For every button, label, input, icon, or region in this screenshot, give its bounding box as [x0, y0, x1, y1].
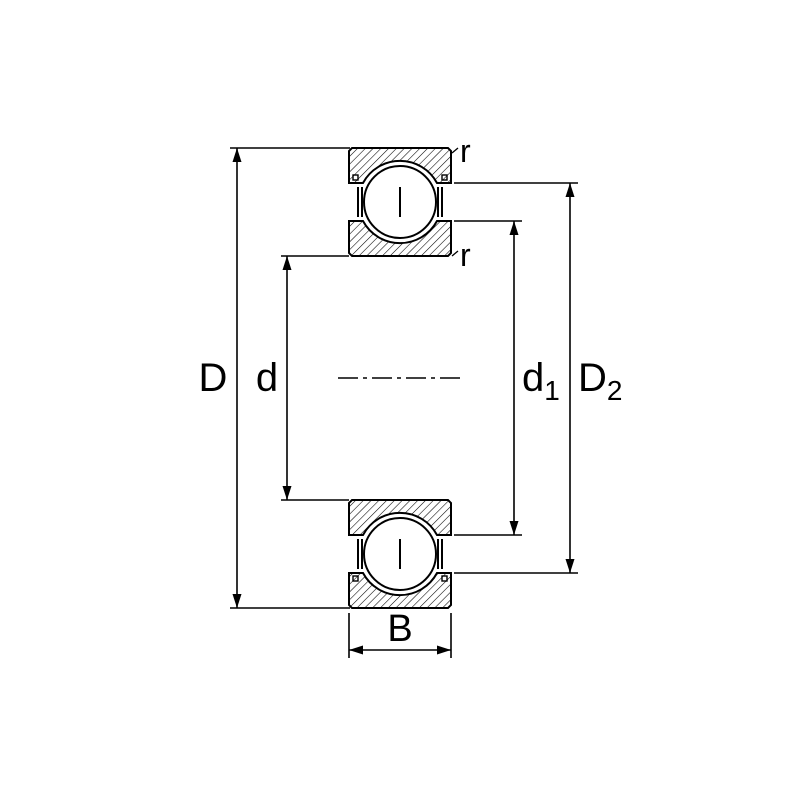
shield-groove-right-top	[441, 174, 448, 181]
label-d: d	[256, 356, 278, 400]
shield-groove-left-bottom	[352, 575, 359, 582]
label-d1-main: d	[522, 356, 544, 400]
dimensions: D d d1 D2 B	[199, 133, 622, 658]
inner-ring-bottom-section	[348, 499, 452, 536]
label-B: B	[387, 608, 412, 650]
chamfer-leader-outer	[451, 147, 459, 154]
outer-ring-bottom-section	[348, 572, 452, 609]
shield-groove-right-bottom	[441, 575, 448, 582]
label-D2: D2	[578, 356, 622, 406]
label-d1: d1	[522, 356, 560, 406]
dimension-D: D	[199, 147, 350, 609]
bearing-cross-section	[348, 147, 452, 609]
dimension-B: B	[348, 608, 452, 658]
outer-ring-top-section	[348, 147, 452, 184]
shield-groove-left-top	[352, 174, 359, 181]
inner-ring-top-section	[348, 220, 452, 257]
label-r-outer: r	[460, 133, 471, 169]
dimension-d1: d1	[454, 220, 560, 536]
chamfer-leader-inner	[451, 250, 459, 257]
label-D: D	[199, 356, 228, 400]
dimension-d: d	[256, 255, 349, 501]
label-r-inner: r	[460, 237, 471, 273]
dimension-D2: D2	[454, 182, 622, 574]
chamfer-labels: r r	[451, 133, 471, 273]
label-D2-sub: 2	[607, 375, 623, 406]
label-d1-sub: 1	[544, 375, 560, 406]
label-D2-main: D	[578, 356, 607, 400]
